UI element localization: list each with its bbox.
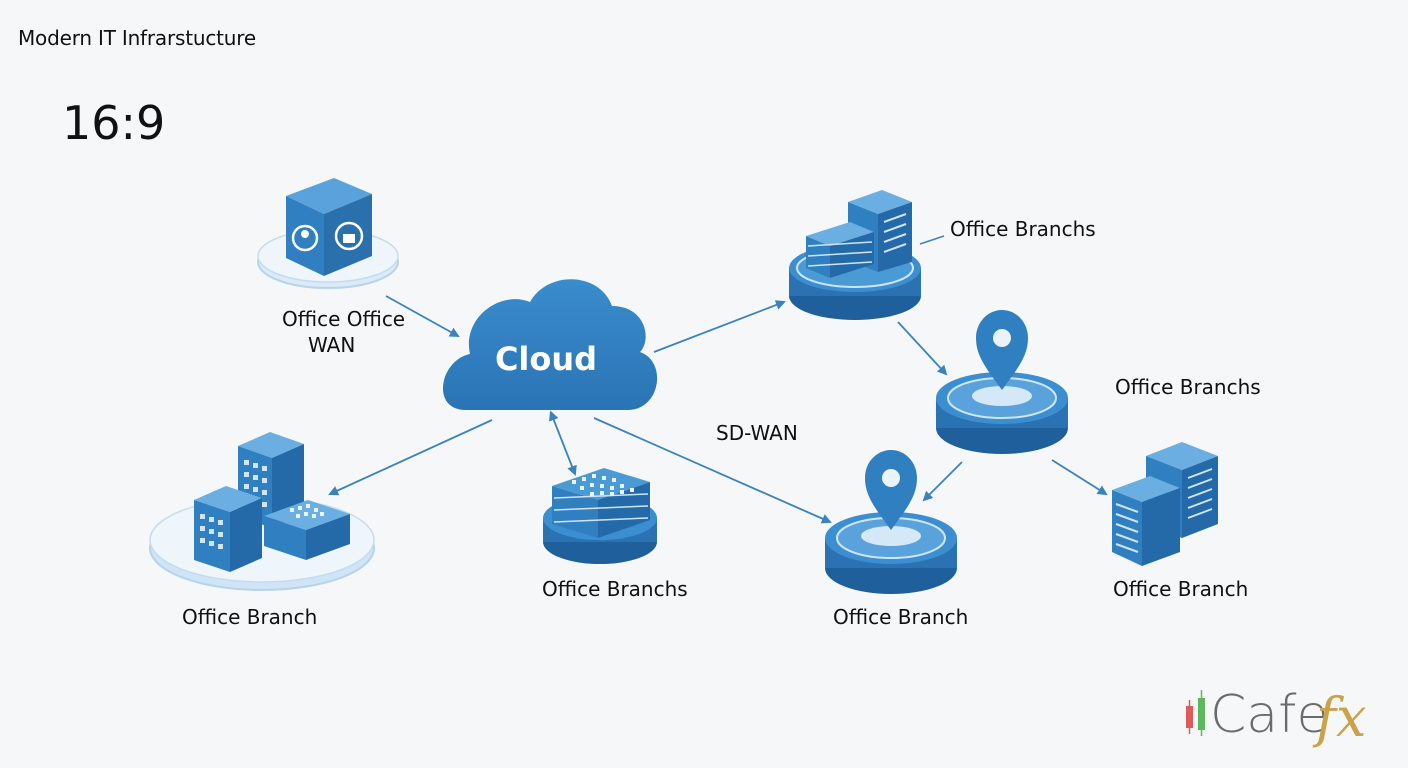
cloud-node: Cloud (442, 279, 658, 410)
bottom-left-node-label: Office Branch (182, 605, 318, 629)
bottom-mid-right-node (825, 450, 957, 594)
arrow-mid-right-to-bottom-mid-right (922, 461, 963, 502)
connector-top-right-label (919, 235, 945, 245)
far-right-node-label: Office Branch (1113, 577, 1249, 601)
bottom-center-node (543, 468, 657, 564)
bottom-left-node (149, 432, 375, 591)
wan-node (257, 178, 399, 289)
bottom-center-node-label: Office Branchs (542, 577, 688, 601)
location-pin-icon (976, 310, 1028, 390)
logo-wordmark: Cafe (1210, 685, 1328, 745)
aspect-ratio-label: 16:9 (62, 96, 166, 150)
arrow-top-right-to-mid-right (897, 321, 948, 376)
location-pin-icon (865, 450, 917, 530)
user-icon (291, 224, 319, 252)
cloud-label: Cloud (495, 340, 597, 378)
mid-right-node-label: Office Branchs (1115, 375, 1261, 399)
arrow-wan-to-cloud (385, 295, 460, 337)
arrow-mid-right-to-far-right (1051, 459, 1108, 496)
logo-fx-mark: fx (1312, 686, 1366, 748)
top-right-node-label: Office Branchs (950, 217, 1096, 241)
arrow-cloud-to-bottom-left (328, 419, 493, 496)
far-right-node (1112, 442, 1218, 566)
wan-node-label-line2: WAN (308, 333, 356, 357)
arrow-cloud-bottom-center (549, 410, 577, 476)
mid-right-node (936, 310, 1068, 454)
lock-icon (334, 221, 364, 251)
arrow-cloud-to-bottom-mid-right (593, 417, 832, 524)
bottom-mid-right-node-label: Office Branch (833, 605, 969, 629)
cafefx-logo: Cafe fx (1186, 685, 1366, 748)
sd-wan-label: SD-WAN (716, 421, 798, 445)
diagram-title: Modern IT Infrarstucture (18, 26, 256, 50)
wan-node-label-line1: Office Office (282, 307, 406, 331)
top-right-node (789, 190, 921, 320)
connection-lines (328, 235, 1108, 524)
arrow-cloud-to-top-right (653, 300, 786, 353)
